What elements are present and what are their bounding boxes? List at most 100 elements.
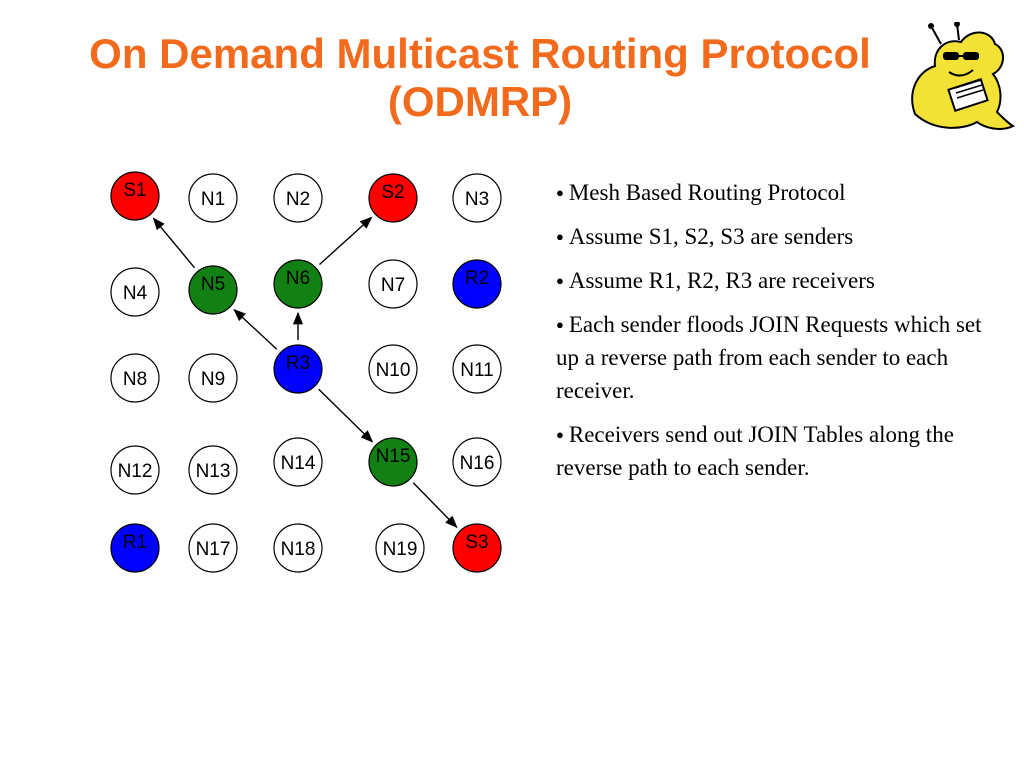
node-n17: N17	[188, 523, 238, 573]
node-n4: N4	[110, 267, 160, 317]
bullet-dot-icon: ●	[556, 273, 564, 288]
node-r3: R3	[273, 344, 323, 394]
node-label: N8	[123, 369, 147, 390]
title-line-2: (ODMRP)	[387, 78, 573, 125]
node-circle	[110, 445, 160, 495]
edge-r3-to-n5	[233, 308, 278, 350]
node-label: N14	[281, 453, 316, 474]
node-circle	[368, 344, 418, 394]
node-n19: N19	[375, 523, 425, 573]
node-n7: N7	[368, 259, 418, 309]
node-n5: N5	[188, 265, 238, 315]
bullet-text: Receivers send out JOIN Tables along the…	[556, 422, 954, 480]
node-circle	[368, 437, 418, 487]
node-circle	[110, 267, 160, 317]
node-label: R2	[465, 268, 489, 289]
edges-layer	[152, 216, 458, 529]
node-n12: N12	[110, 445, 160, 495]
node-circle	[110, 353, 160, 403]
bullet-text: Assume R1, R2, R3 are receivers	[568, 268, 875, 293]
node-circle	[452, 344, 502, 394]
node-n16: N16	[452, 437, 502, 487]
node-n18: N18	[273, 523, 323, 573]
node-label: N13	[196, 461, 231, 482]
bullet-dot-icon: ●	[556, 229, 564, 244]
node-n2: N2	[273, 173, 323, 223]
node-s1: S1	[110, 171, 160, 221]
node-circle	[110, 171, 160, 221]
bullet-list: ● Mesh Based Routing Protocol ● Assume S1,…	[556, 176, 1001, 495]
bullet-item: ●Each sender floods JOIN Requests which …	[556, 308, 1001, 407]
node-n11: N11	[452, 344, 502, 394]
node-label: N15	[376, 446, 411, 467]
node-label: N17	[196, 539, 231, 560]
bullet-item: ● Assume R1, R2, R3 are receivers	[556, 264, 1001, 297]
bullet-dot-icon: ●	[556, 317, 564, 332]
node-label: N4	[123, 283, 148, 304]
node-label: N18	[281, 539, 316, 560]
node-label: N12	[118, 461, 153, 482]
node-n15: N15	[368, 437, 418, 487]
node-circle	[452, 437, 502, 487]
node-s3: S3	[452, 523, 502, 573]
bullet-dot-icon: ●	[556, 427, 564, 442]
node-circle	[368, 173, 418, 223]
bullet-dot-icon: ●	[556, 185, 564, 200]
node-circle	[273, 173, 323, 223]
node-n10: N10	[368, 344, 418, 394]
node-label: S1	[123, 180, 146, 201]
node-label: N16	[460, 453, 495, 474]
node-s2: S2	[368, 173, 418, 223]
bullet-item: ● Assume S1, S2, S3 are senders	[556, 220, 1001, 253]
node-label: N10	[376, 360, 411, 381]
node-circle	[375, 523, 425, 573]
title-line-1: On Demand Multicast Routing Protocol	[89, 30, 871, 77]
node-circle	[452, 523, 502, 573]
node-r1: R1	[110, 523, 160, 573]
bullet-item: ●Receivers send out JOIN Tables along th…	[556, 418, 1001, 484]
node-label: S3	[465, 532, 488, 553]
bullet-text: Mesh Based Routing Protocol	[568, 180, 846, 205]
node-circle	[273, 259, 323, 309]
node-circle	[452, 259, 502, 309]
node-circle	[273, 344, 323, 394]
bullet-text: Assume S1, S2, S3 are senders	[568, 224, 854, 249]
node-circle	[110, 523, 160, 573]
node-label: N9	[201, 369, 225, 390]
edge-n6-to-s2	[319, 216, 373, 266]
node-circle	[188, 265, 238, 315]
node-n1: N1	[188, 173, 238, 223]
node-label: N7	[381, 275, 405, 296]
node-circle	[188, 445, 238, 495]
node-r2: R2	[452, 259, 502, 309]
node-n3: N3	[452, 173, 502, 223]
node-circle	[188, 523, 238, 573]
slide-title: On Demand Multicast Routing Protocol (OD…	[40, 30, 920, 126]
node-label: N11	[460, 360, 493, 381]
node-circle	[188, 173, 238, 223]
bullet-item: ● Mesh Based Routing Protocol	[556, 176, 1001, 209]
node-label: N1	[201, 189, 225, 210]
node-label: N6	[286, 268, 310, 289]
node-circle	[188, 353, 238, 403]
edge-n15-to-s3	[412, 482, 458, 529]
node-n6: N6	[273, 259, 323, 309]
node-label: R3	[286, 353, 310, 374]
node-label: N2	[286, 189, 310, 210]
bullet-text: Each sender floods JOIN Requests which s…	[556, 312, 982, 403]
node-label: N5	[201, 274, 225, 295]
node-circle	[273, 523, 323, 573]
node-label: N3	[465, 189, 489, 210]
node-label: N19	[383, 539, 418, 560]
node-circle	[368, 259, 418, 309]
node-circle	[452, 173, 502, 223]
edge-r3-to-n15	[318, 388, 374, 443]
slug-mascot-icon	[911, 22, 1015, 130]
edge-n5-to-s1	[152, 217, 196, 269]
node-circle	[273, 437, 323, 487]
node-n9: N9	[188, 353, 238, 403]
node-n13: N13	[188, 445, 238, 495]
node-n14: N14	[273, 437, 323, 487]
